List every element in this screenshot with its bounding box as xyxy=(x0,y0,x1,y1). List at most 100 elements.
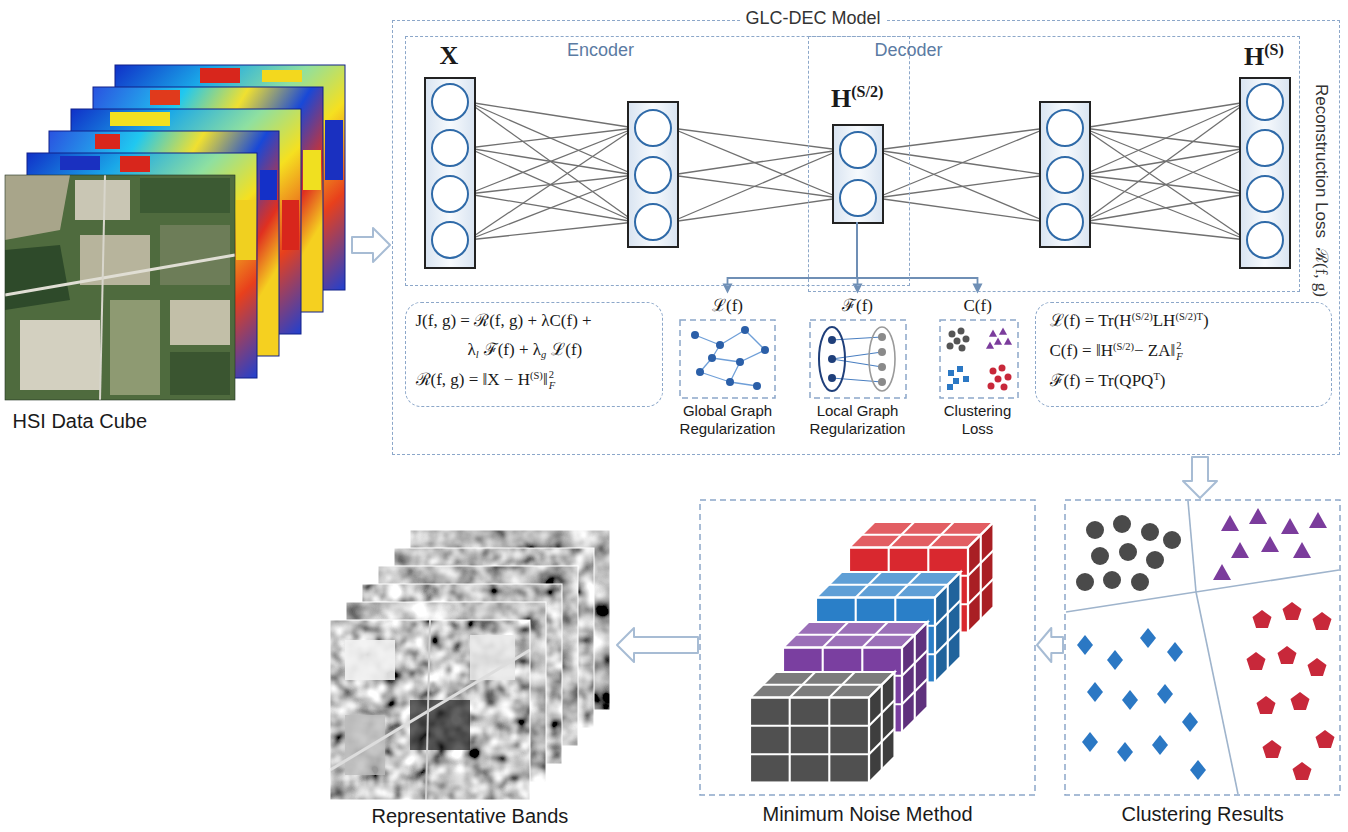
use-part xyxy=(1308,658,1327,676)
block-arrow xyxy=(617,628,698,662)
rect-part xyxy=(963,376,969,382)
node-text: Decoder xyxy=(875,40,943,60)
node-text: H xyxy=(1244,42,1264,71)
text-line: λlℱ(f) + λgℒ(f) xyxy=(468,340,583,362)
g-part xyxy=(1077,628,1206,780)
g-part xyxy=(947,328,970,352)
use-part xyxy=(1281,518,1299,534)
circle-part xyxy=(1131,573,1149,591)
circle-part xyxy=(736,358,744,366)
circle-part xyxy=(1001,384,1008,391)
line-part xyxy=(1196,592,1238,794)
node-text: LH xyxy=(1153,311,1176,330)
neuron-circle xyxy=(1047,110,1083,146)
use-part xyxy=(1283,602,1302,620)
text-line: ℛ(f, g) = ‖X − H(S)‖2F xyxy=(416,370,556,392)
polygon-part xyxy=(5,175,70,240)
node-text: λ xyxy=(468,340,476,359)
rect-part xyxy=(940,320,1018,398)
rect-part xyxy=(330,620,530,800)
use-part xyxy=(989,330,997,337)
g-part xyxy=(878,333,886,386)
rect-part xyxy=(1065,500,1340,795)
weight-line xyxy=(671,150,840,222)
output-layer: H(S) xyxy=(1239,77,1289,267)
text-line: HSI Data Cube xyxy=(13,410,148,433)
rect-part xyxy=(120,156,150,172)
rect-part xyxy=(345,640,395,680)
loss-caption: Reconstruction Loss xyxy=(1311,84,1331,238)
rect-part xyxy=(325,120,343,180)
g-part xyxy=(691,326,769,390)
rect-part xyxy=(95,134,120,149)
line-part xyxy=(720,330,745,345)
g-part xyxy=(1213,508,1327,580)
weight-line xyxy=(876,175,1047,198)
node-text: ℒ(f) xyxy=(712,296,743,315)
use-part xyxy=(1257,696,1276,714)
text-line: GLC-DEC Model xyxy=(740,8,887,30)
node-text: l xyxy=(476,349,479,360)
text-line: Global Graph Regularization xyxy=(668,402,788,438)
text-line: Decoder xyxy=(875,40,943,62)
node-text: ) xyxy=(1160,371,1166,390)
polyline-part xyxy=(728,222,858,286)
layer-frame xyxy=(425,78,475,268)
noise-blocks-picture xyxy=(750,522,994,783)
circle-part xyxy=(708,354,716,362)
clustering-results: Clustering Results xyxy=(1065,500,1340,830)
node-text: (S/2) xyxy=(1113,341,1134,352)
local-graph-picture xyxy=(819,327,895,391)
rect-part xyxy=(170,352,230,395)
polygon-part xyxy=(973,284,983,294)
rect-part xyxy=(947,384,953,390)
flow-connector xyxy=(352,228,390,262)
line-part xyxy=(100,175,105,400)
text-line: X xyxy=(440,40,459,71)
text-line: ℒ(f) = Tr(H(S/2)LH(S/2)T) xyxy=(1050,311,1209,332)
line-part xyxy=(426,620,430,800)
layer-frame xyxy=(1240,78,1290,268)
use-part xyxy=(1077,635,1093,655)
text-line: ℱ(f) = Tr(QPQT) xyxy=(1050,371,1166,392)
rect-part xyxy=(5,175,235,400)
clustering-loss: C(f)Clustering Loss xyxy=(928,296,1028,442)
polyline-part xyxy=(857,222,978,286)
band-images-picture xyxy=(330,530,610,800)
node-text: X xyxy=(440,41,459,70)
line-part xyxy=(700,372,730,382)
neuron-circle xyxy=(1047,204,1083,240)
weight-line xyxy=(671,128,840,198)
rect-part xyxy=(303,150,321,190)
g-part xyxy=(986,328,1012,349)
circle-part xyxy=(947,343,954,350)
rect-part xyxy=(110,300,160,395)
use-part xyxy=(1249,508,1267,524)
node-text: 2 xyxy=(549,370,555,381)
model-box: GLC-DEC ModelEncoderXH(S/2)DecoderH(S)J(… xyxy=(392,20,1340,455)
weight-line xyxy=(1083,102,1247,222)
loss-symbol: ℛ(f, g) xyxy=(1311,248,1331,297)
text-line: C(f) = ‖H(S/2)− ZA‖2F xyxy=(1050,341,1183,363)
circle-part xyxy=(999,365,1006,372)
rect-part xyxy=(260,170,277,200)
rect-part xyxy=(110,112,170,126)
use-part xyxy=(1082,732,1098,752)
rect-part xyxy=(75,180,130,220)
circle-part xyxy=(963,336,970,343)
line-part xyxy=(695,335,720,345)
neuron-circle xyxy=(635,110,671,146)
use-part xyxy=(1157,684,1173,704)
neuron-circle xyxy=(432,84,468,120)
use-part xyxy=(1152,735,1168,755)
index-stack: 2F xyxy=(549,370,555,391)
node-text: ℱ(f) xyxy=(842,296,873,315)
neuron-circle xyxy=(635,157,671,193)
circle-part xyxy=(878,363,886,371)
node-text: ℒ(f) xyxy=(551,340,582,359)
circle-part xyxy=(949,331,956,338)
neuron-circle xyxy=(635,204,671,240)
node-text: Global Graph Regularization xyxy=(680,402,776,437)
flow-connector xyxy=(1183,457,1217,498)
